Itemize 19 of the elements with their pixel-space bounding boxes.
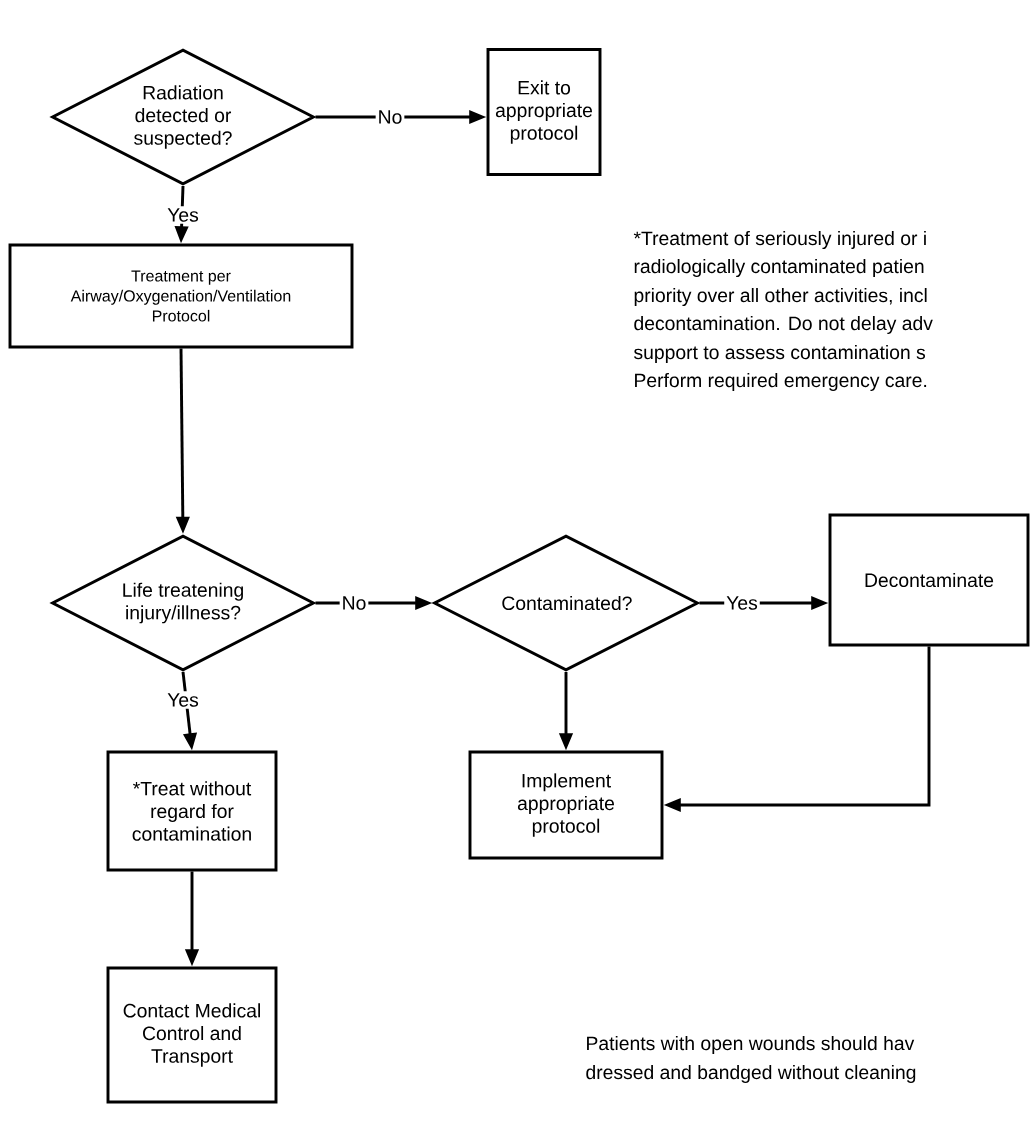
process-box: Treatment per Airway/Oxygenation/Ventilation Protocol bbox=[8, 243, 354, 349]
note-text: support to assess contamination s bbox=[634, 345, 926, 363]
edge-label: Yes bbox=[165, 691, 201, 709]
process-box: Implement appropriate protocol bbox=[468, 750, 664, 860]
note-text: Patients with open wounds should hav bbox=[587, 1036, 915, 1054]
edge-label: Yes bbox=[165, 206, 201, 224]
note-text: priority over all other activities, incl bbox=[634, 288, 927, 306]
process-box: Exit to appropriate protocol bbox=[486, 48, 602, 176]
note-text: *Treatment of seriously injured or i bbox=[633, 231, 926, 249]
note-text: radiologically contaminated patien bbox=[634, 259, 924, 277]
edge-label: No bbox=[375, 108, 405, 126]
note-text: Perform required emergency care. bbox=[635, 373, 927, 391]
note-text: decontamination. Do not delay adv bbox=[634, 316, 933, 334]
process-box: *Treat without regard for contamination bbox=[106, 750, 278, 872]
process-box: Decontaminate bbox=[828, 513, 1030, 647]
edge-label: Yes bbox=[724, 594, 760, 612]
edge-label: No bbox=[339, 594, 369, 612]
process-box: Contact Medical Control and Transport bbox=[106, 966, 278, 1104]
note-text: dressed and bandged without cleaning bbox=[586, 1065, 916, 1083]
